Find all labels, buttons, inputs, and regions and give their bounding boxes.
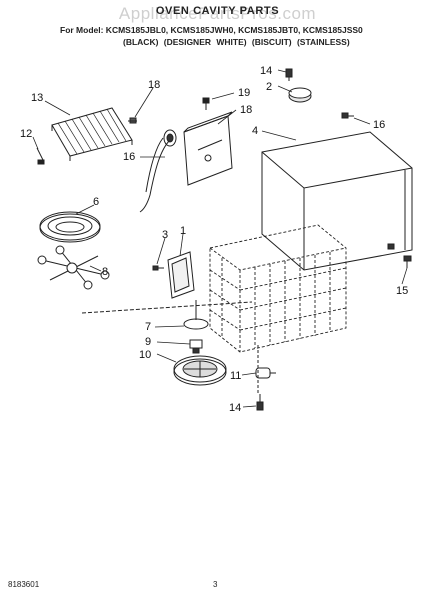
callout-12: 12 bbox=[20, 128, 32, 140]
callout-17: 16 bbox=[123, 151, 135, 163]
page-number: 3 bbox=[213, 580, 218, 589]
part-roller-support bbox=[37, 245, 110, 290]
callout-6: 6 bbox=[93, 196, 99, 208]
callout-19: 18 bbox=[148, 79, 160, 91]
part-coupler bbox=[183, 300, 209, 330]
callout-14-top: 14 bbox=[260, 65, 272, 77]
callout-14-bottom: 14 bbox=[229, 402, 241, 414]
callout-11: 11 bbox=[230, 370, 241, 382]
part-turntable-motor bbox=[173, 355, 227, 386]
part-turntable bbox=[39, 211, 101, 243]
watermark: AppliancePartsPros.com bbox=[118, 4, 317, 23]
callout-labels: 13 12 18 16 18 19 14 2 4 16 15 6 8 3 1 7… bbox=[20, 65, 408, 414]
callout-9: 9 bbox=[145, 336, 151, 348]
part-light-socket bbox=[139, 129, 177, 213]
part-clip-19 bbox=[128, 117, 137, 124]
diagram-title: OVEN CAVITY PARTS bbox=[155, 5, 280, 17]
callout-4: 4 bbox=[252, 125, 258, 137]
part-rack bbox=[51, 107, 133, 161]
callout-2: 2 bbox=[266, 81, 272, 93]
callout-8: 8 bbox=[102, 266, 108, 278]
callout-1: 1 bbox=[180, 225, 186, 237]
callout-16: 16 bbox=[373, 119, 385, 131]
part-screw-12 bbox=[36, 147, 45, 165]
oven-cavity bbox=[209, 224, 347, 353]
model-variants: (BLACK) (DESIGNER WHITE) (BISCUIT) (STAI… bbox=[123, 37, 350, 47]
callout-20: 19 bbox=[238, 87, 250, 99]
callout-18: 18 bbox=[240, 104, 252, 116]
part-wrapper bbox=[261, 131, 413, 271]
assembly-line bbox=[81, 301, 253, 314]
part-screw-16 bbox=[341, 112, 354, 119]
part-screw-3 bbox=[152, 265, 164, 271]
part-screw-20 bbox=[202, 97, 210, 110]
part-screw-14-top bbox=[285, 68, 293, 81]
callout-7: 7 bbox=[145, 321, 151, 333]
part-light-cover bbox=[183, 111, 233, 186]
callout-3: 3 bbox=[162, 229, 168, 241]
part-screw-14-bottom bbox=[256, 394, 264, 411]
callout-15: 15 bbox=[396, 285, 408, 297]
callout-10: 10 bbox=[139, 349, 151, 361]
document-number: 8183601 bbox=[8, 580, 40, 589]
part-motor-shaft bbox=[189, 339, 203, 354]
part-thermal-fuse bbox=[255, 367, 276, 379]
part-screw-15 bbox=[403, 255, 412, 268]
model-list: For Model: KCMS185JBL0, KCMS185JWH0, KCM… bbox=[60, 25, 363, 35]
leader-lines bbox=[32, 69, 408, 408]
callout-13: 13 bbox=[31, 92, 43, 104]
part-panel bbox=[167, 251, 195, 299]
part-lamp bbox=[288, 87, 312, 103]
